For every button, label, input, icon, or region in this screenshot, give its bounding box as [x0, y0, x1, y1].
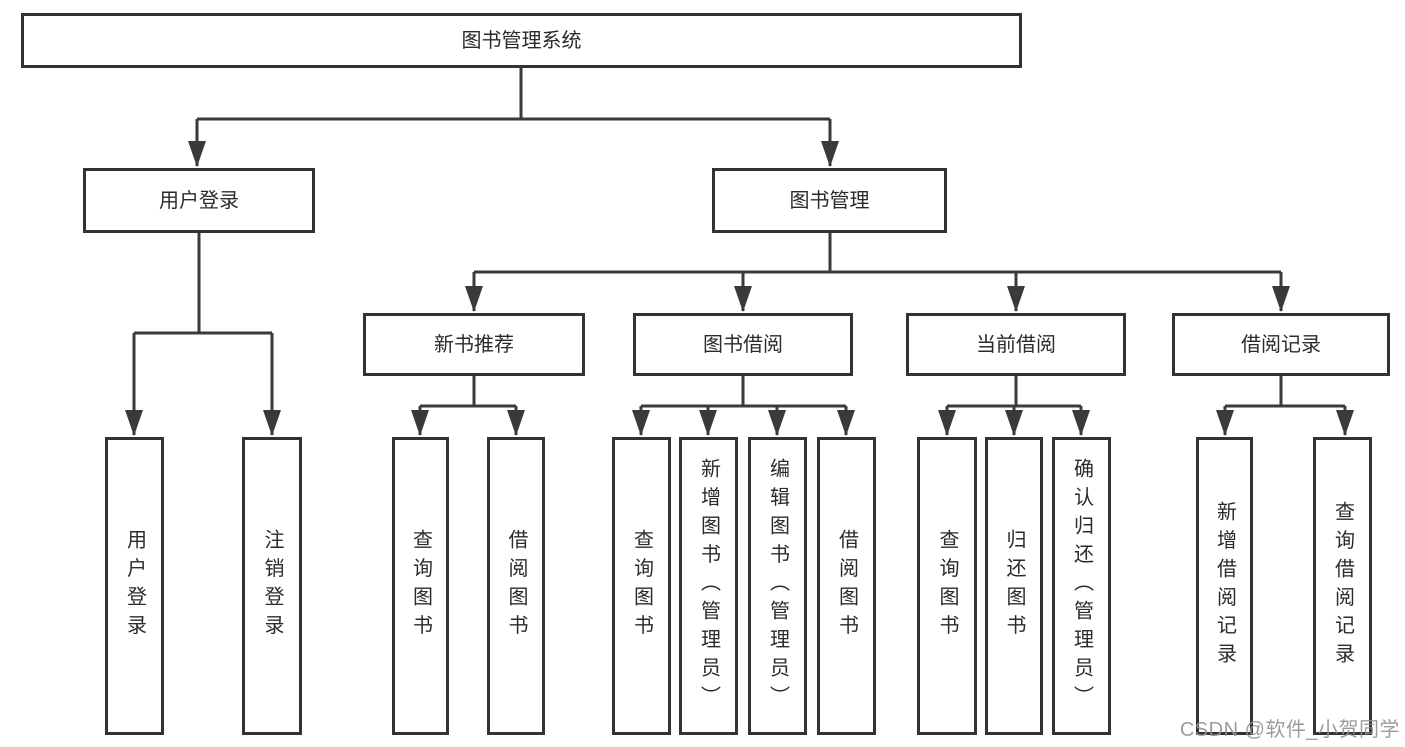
node-book-borrow: 图书借阅 [633, 313, 853, 376]
node-leaf-user-login: 用户登录 [105, 437, 164, 735]
node-library-management-system: 图书管理系统 [21, 13, 1022, 68]
node-leaf-edit-book-admin: 编辑图书（管理员） [748, 437, 807, 735]
node-leaf-query-books-current: 查询图书 [917, 437, 977, 735]
node-leaf-logout: 注销登录 [242, 437, 302, 735]
node-borrow-records: 借阅记录 [1172, 313, 1390, 376]
node-leaf-confirm-return-admin: 确认归还（管理员） [1052, 437, 1111, 735]
node-leaf-add-book-admin: 新增图书（管理员） [679, 437, 738, 735]
node-new-book-recommend: 新书推荐 [363, 313, 585, 376]
node-leaf-return-books: 归还图书 [985, 437, 1043, 735]
node-leaf-add-borrow-record: 新增借阅记录 [1196, 437, 1253, 735]
node-current-borrow: 当前借阅 [906, 313, 1126, 376]
node-leaf-query-books-recommend: 查询图书 [392, 437, 449, 735]
node-leaf-query-borrow-record: 查询借阅记录 [1313, 437, 1372, 735]
node-leaf-borrow-books-recommend: 借阅图书 [487, 437, 545, 735]
node-user-login: 用户登录 [83, 168, 315, 233]
node-book-management: 图书管理 [712, 168, 947, 233]
node-leaf-borrow-books: 借阅图书 [817, 437, 876, 735]
csdn-watermark: CSDN @软件_小贺同学 [1179, 719, 1400, 741]
node-leaf-query-books-borrow: 查询图书 [612, 437, 671, 735]
